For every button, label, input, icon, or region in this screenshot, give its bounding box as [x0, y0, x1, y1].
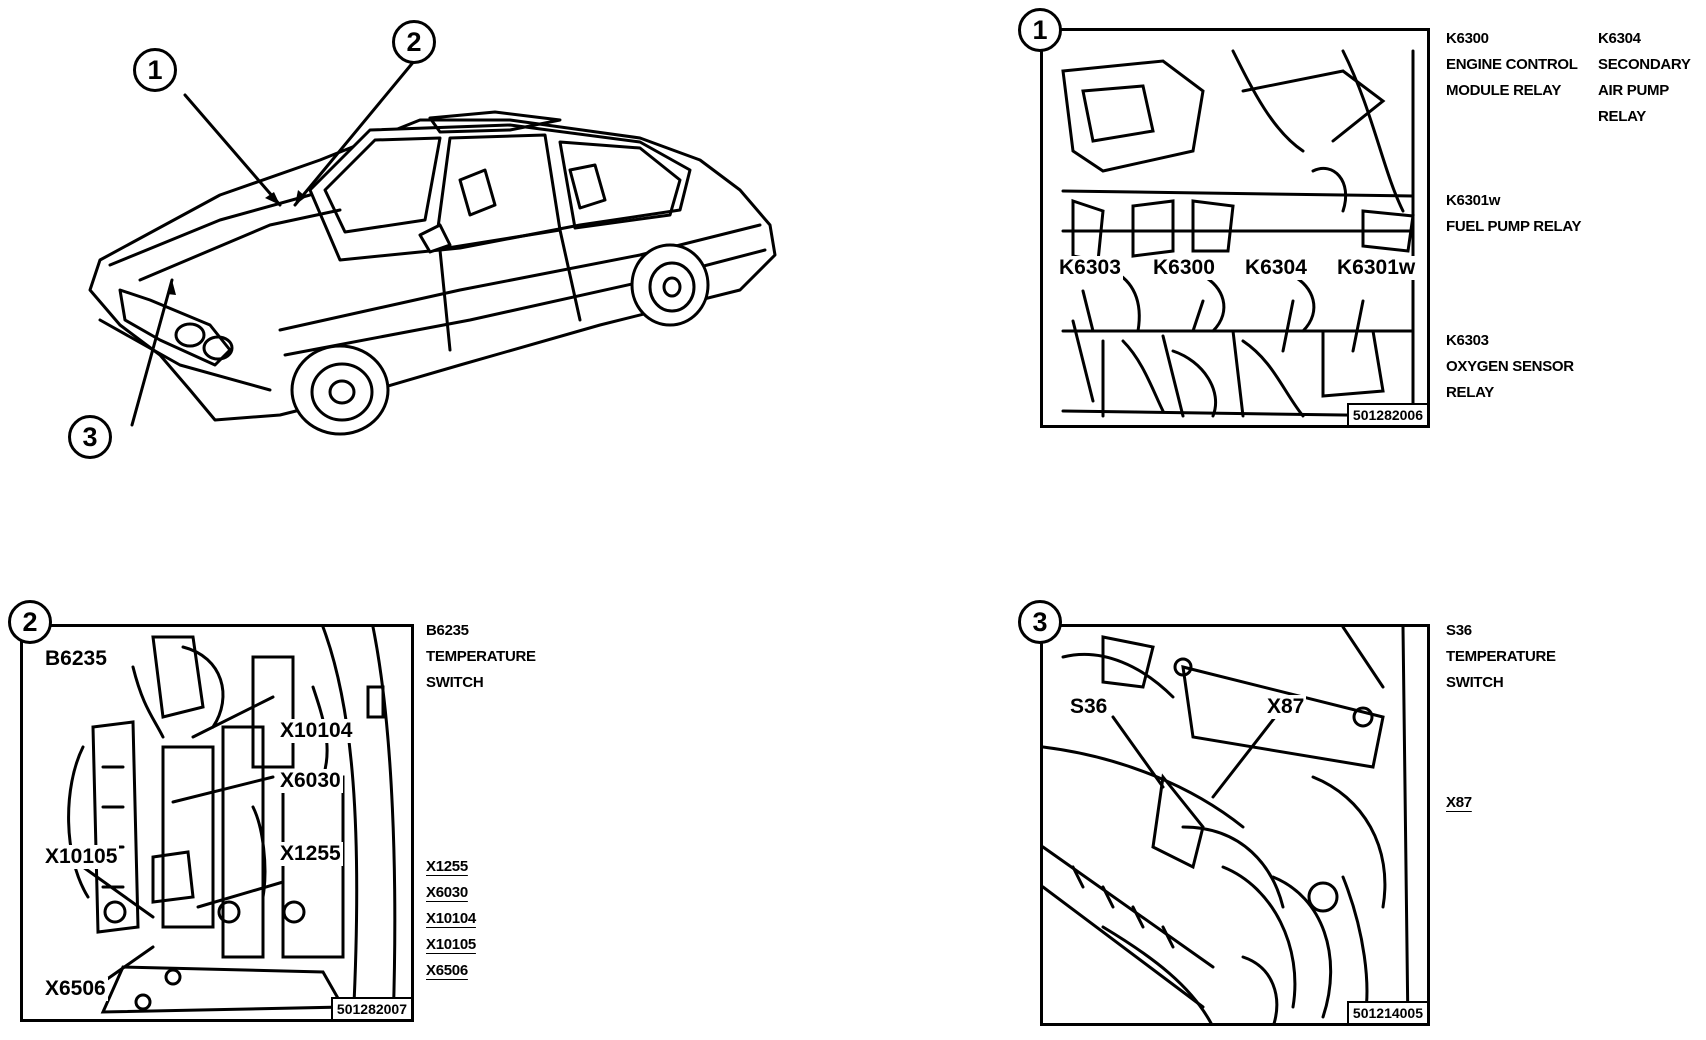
sedan-drawing [88, 58, 777, 436]
legend-code: K6300 [1446, 30, 1489, 47]
panel-1-legend-k6304: K6304 SECONDARY AIR PUMP RELAY [1598, 26, 1691, 130]
legend-connector: X10105 [426, 936, 476, 953]
legend-text: ENGINE CONTROL [1446, 56, 1578, 73]
panel-1-label-k6300: K6300 [1151, 256, 1217, 280]
panel-3-number: 3 [1018, 600, 1062, 644]
panel-2-figure-code: 501282007 [330, 997, 411, 1019]
panel-1-legend-k6300: K6300 ENGINE CONTROL MODULE RELAY [1446, 26, 1578, 104]
panel-3-legend-x87: X87 [1446, 790, 1472, 816]
panel-1-legend-k6303: K6303 OXYGEN SENSOR RELAY [1446, 328, 1574, 406]
car-callout-1: 1 [133, 48, 177, 92]
legend-connector: X87 [1446, 794, 1472, 811]
panel-3-label-x87: X87 [1265, 695, 1307, 719]
legend-code: K6304 [1598, 30, 1641, 47]
panel-1-drawing [1061, 49, 1415, 418]
legend-text: TEMPERATURE [426, 648, 536, 665]
panel-2-legend-connectors: X1255 X6030 X10104 X10105 X6506 [426, 854, 476, 984]
legend-text: AIR PUMP [1598, 82, 1669, 99]
legend-connector: X1255 [426, 858, 468, 875]
panel-1-engine-relay-box: K6303 K6300 K6304 K6301w 501282006 [1040, 28, 1430, 428]
legend-connector: X6506 [426, 962, 468, 979]
panel-2-label-b6235: B6235 [43, 647, 109, 671]
panel-2-number: 2 [8, 600, 52, 644]
car-callout-2: 2 [392, 20, 436, 64]
panel-2-legend-b6235: B6235 TEMPERATURE SWITCH [426, 618, 536, 696]
panel-3-label-s36: S36 [1068, 695, 1110, 719]
panel-3-legend-s36: S36 TEMPERATURE SWITCH [1446, 618, 1556, 696]
legend-text: RELAY [1446, 384, 1494, 401]
legend-code: K6301w [1446, 192, 1501, 209]
panel-1-figure-code: 501282006 [1346, 403, 1427, 425]
legend-text: SWITCH [1446, 674, 1504, 691]
panel-3-figure-code: 501214005 [1346, 1001, 1427, 1023]
panel-3-drawing [1043, 627, 1410, 1023]
panel-2-label-x10105: X10105 [43, 845, 120, 869]
legend-connector: X10104 [426, 910, 476, 927]
panel-1-legend-k6301w: K6301w FUEL PUMP RELAY [1446, 188, 1582, 240]
legend-connector: X6030 [426, 884, 468, 901]
legend-text: MODULE RELAY [1446, 82, 1562, 99]
car-illustration: 1 2 3 [40, 20, 800, 490]
panel-2-temperature-switch-area: B6235 X10104 X6030 X10105 X1255 X6506 50… [20, 624, 414, 1022]
car-callout-3: 3 [68, 415, 112, 459]
panel-3-s36-switch-area: S36 X87 501214005 [1040, 624, 1430, 1026]
panel-2-label-x6506: X6506 [43, 977, 108, 1001]
legend-code: K6303 [1446, 332, 1489, 349]
panel-1-label-k6304: K6304 [1243, 256, 1309, 280]
panel-2-label-x10104: X10104 [278, 719, 355, 743]
legend-text: TEMPERATURE [1446, 648, 1556, 665]
legend-text: FUEL PUMP RELAY [1446, 218, 1582, 235]
legend-code: S36 [1446, 622, 1472, 639]
panel-2-label-x6030: X6030 [278, 769, 343, 793]
panel-2-drawing [67, 627, 397, 1019]
legend-text: OXYGEN SENSOR [1446, 358, 1574, 375]
legend-text: SWITCH [426, 674, 484, 691]
panel-1-label-k6303: K6303 [1057, 256, 1123, 280]
legend-text: RELAY [1598, 108, 1646, 125]
panel-1-label-k6301w: K6301w [1335, 256, 1418, 280]
legend-text: SECONDARY [1598, 56, 1691, 73]
panel-1-number: 1 [1018, 8, 1062, 52]
legend-code: B6235 [426, 622, 469, 639]
panel-2-label-x1255: X1255 [278, 842, 343, 866]
